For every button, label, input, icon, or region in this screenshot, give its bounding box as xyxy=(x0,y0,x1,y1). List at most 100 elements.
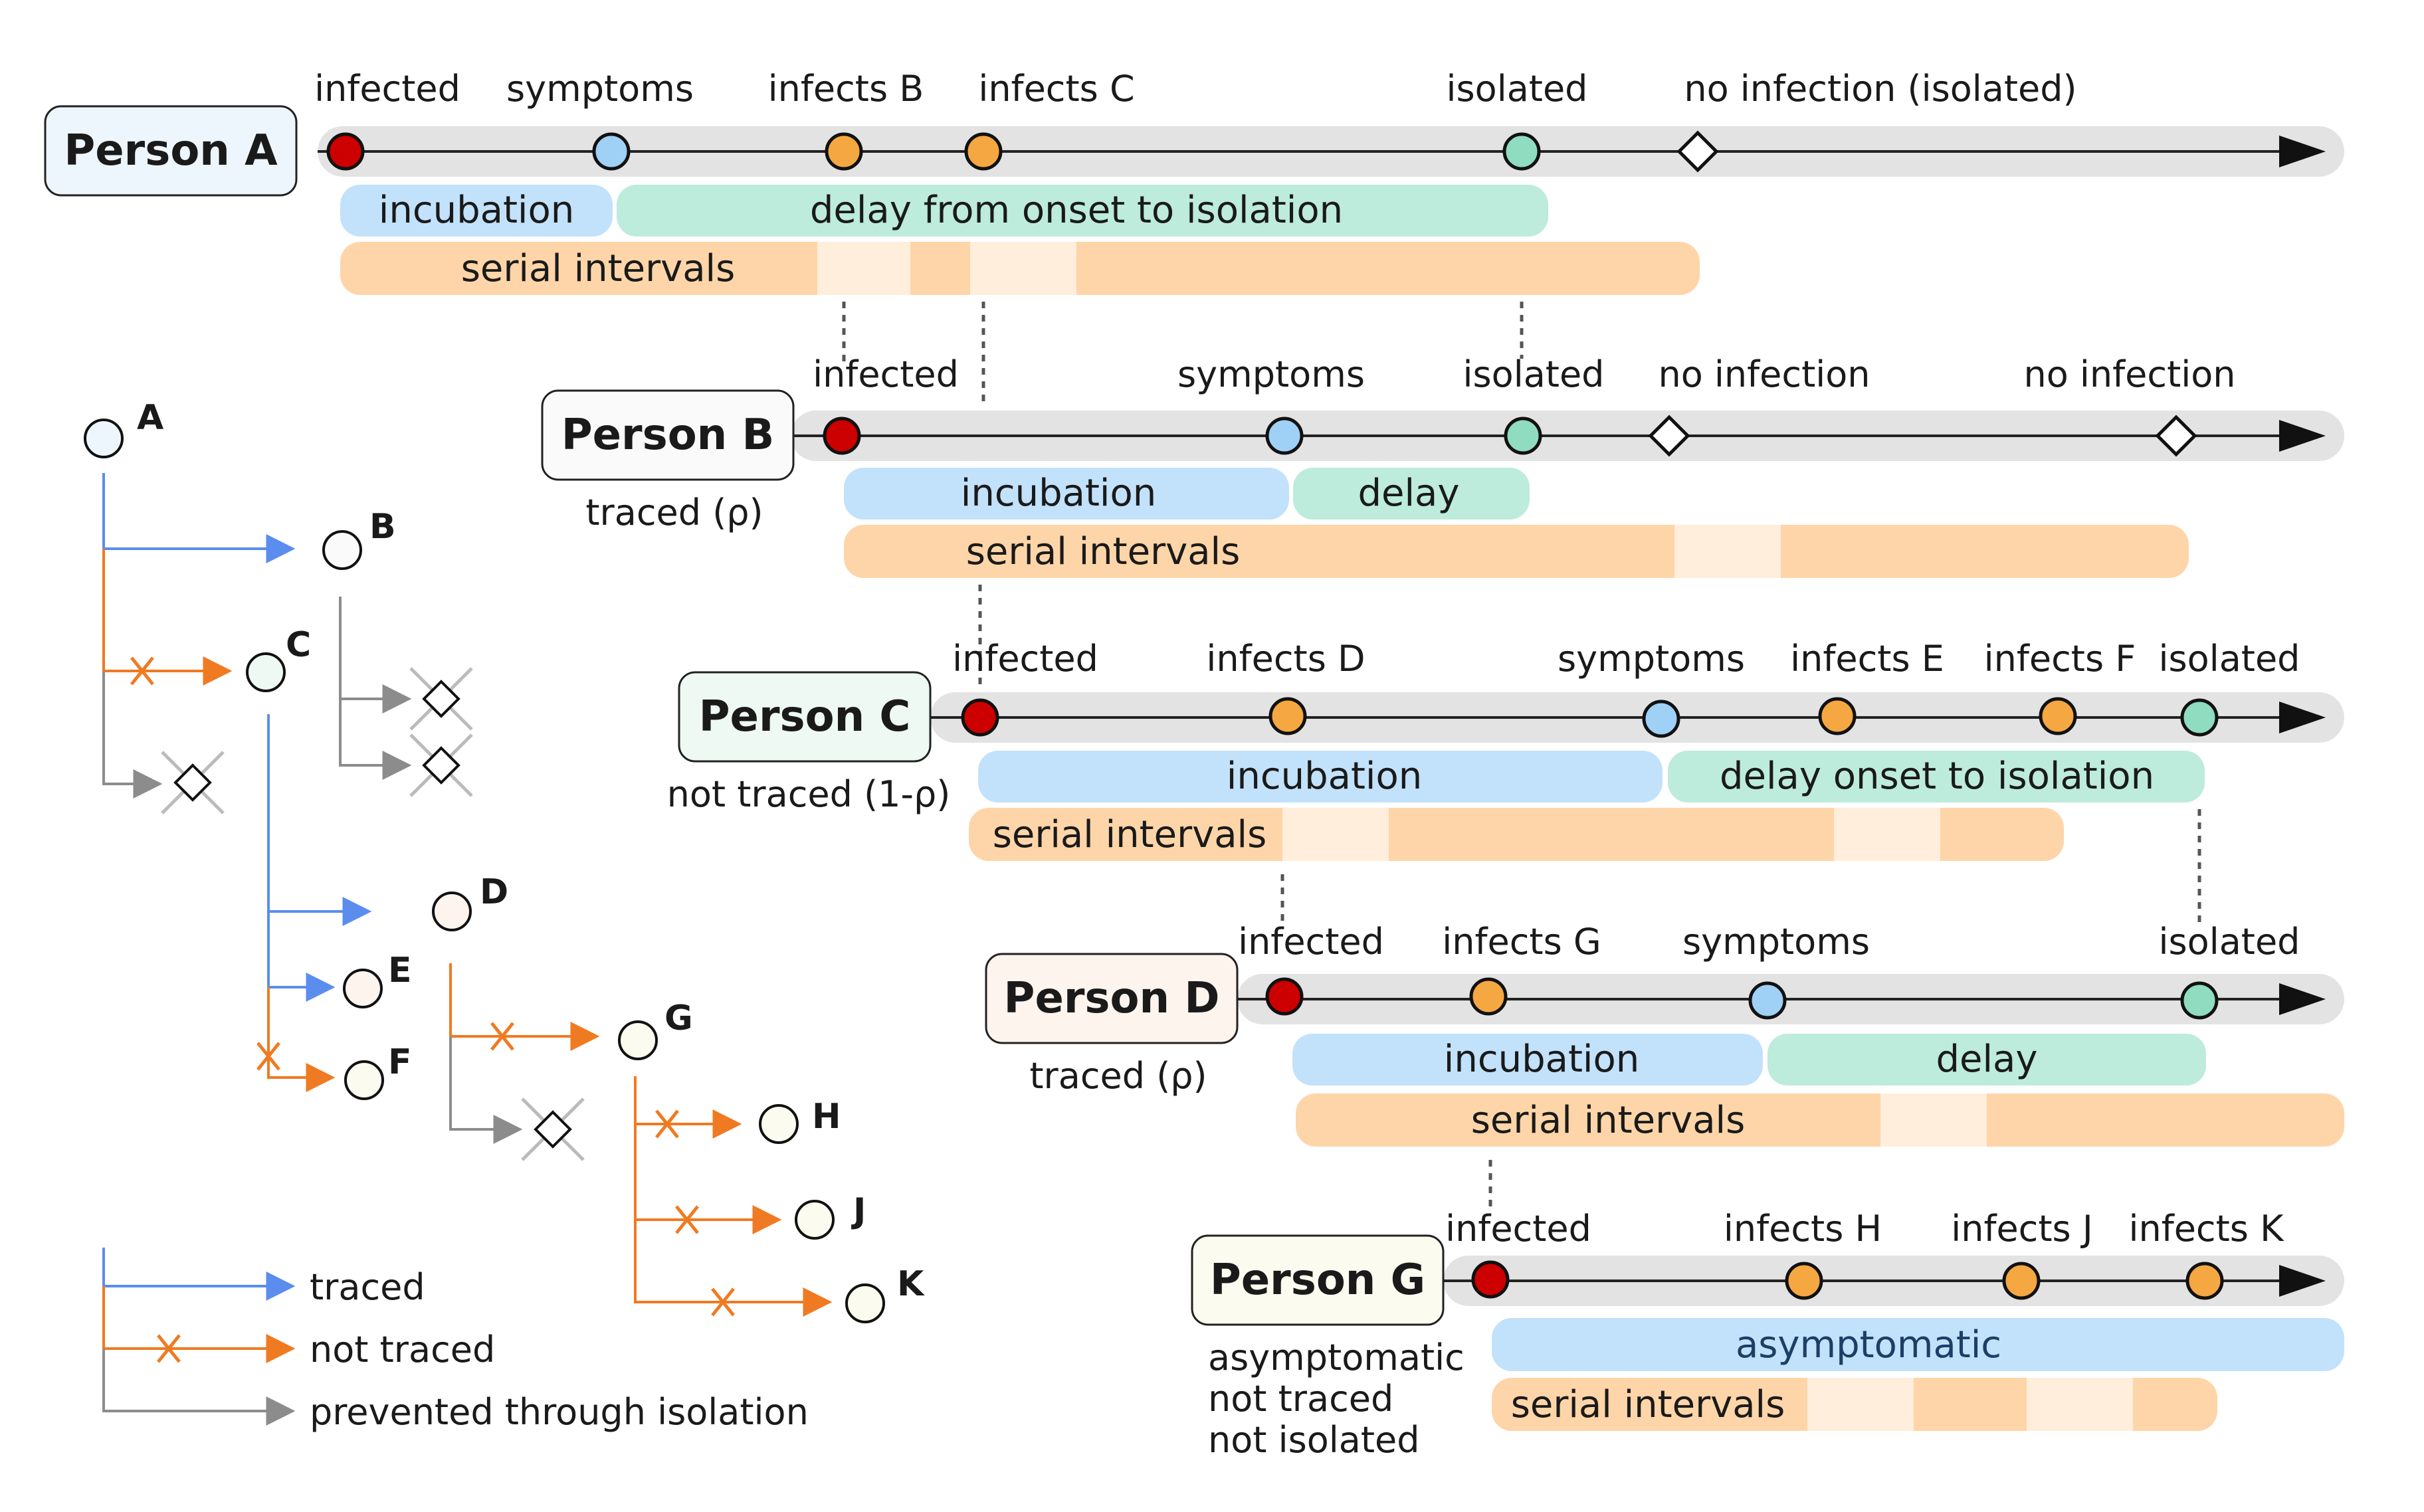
serial-interval-fade xyxy=(1282,808,1389,861)
cross-icon xyxy=(256,1042,280,1071)
serial-interval-label: serial intervals xyxy=(1471,1099,1746,1142)
serial-interval-fade xyxy=(1834,808,1940,861)
incubation-bar xyxy=(978,751,1663,803)
tree-node-k xyxy=(845,1283,885,1323)
serial-interval-bar xyxy=(1296,1093,2344,1147)
delay-bar xyxy=(1768,1034,2206,1086)
event-label: infected xyxy=(813,353,959,395)
timeline-arrowhead xyxy=(2279,136,2326,167)
symptoms-marker xyxy=(1642,700,1680,738)
delay-bar-label: delay xyxy=(1358,472,1459,515)
incubation-bar-label: incubation xyxy=(379,189,574,232)
legend-prevented-label: prevented through isolation xyxy=(310,1391,809,1433)
infects-marker xyxy=(2039,697,2077,735)
event-label: isolated xyxy=(1463,353,1605,395)
tree-node-label: H xyxy=(812,1097,841,1137)
event-label: infects F xyxy=(1984,638,2136,680)
person-g-label: Person G xyxy=(1210,1256,1425,1305)
delay-bar-label: delay from onset to isolation xyxy=(810,189,1343,232)
tree-node-h xyxy=(759,1104,799,1144)
event-label: infected xyxy=(314,68,460,110)
edge-not-traced-g-j xyxy=(634,1124,782,1234)
serial-interval-bar xyxy=(969,808,2064,861)
isolated-marker xyxy=(2180,698,2219,737)
tree-node-label: F xyxy=(388,1042,412,1082)
edge-not-traced-c-f xyxy=(267,987,336,1092)
person-c-box xyxy=(678,671,932,763)
not-traced-crosses xyxy=(130,656,735,1317)
tree-node-b xyxy=(322,530,362,570)
incubation-bar xyxy=(844,468,1289,520)
no-infection-marker xyxy=(1676,130,1719,173)
serial-interval-fade xyxy=(1674,525,1781,578)
infected-marker xyxy=(1471,1260,1510,1299)
legend-not-traced-label: not traced xyxy=(310,1329,495,1370)
infected-marker xyxy=(1265,977,1304,1016)
incubation-bar-label: incubation xyxy=(961,472,1156,515)
tree-node-label: K xyxy=(897,1264,925,1304)
event-label: infects C xyxy=(978,68,1134,110)
event-label: isolated xyxy=(2159,638,2300,680)
tree-node-f xyxy=(344,1060,384,1100)
event-label: infects K xyxy=(2128,1208,2284,1250)
prevented-diamond-icon xyxy=(521,1097,585,1161)
serial-interval-fade xyxy=(2027,1378,2133,1431)
edge-prevented-b xyxy=(339,699,412,780)
tree-node-a xyxy=(84,419,124,458)
timeline-arrowhead xyxy=(2279,983,2326,1015)
event-label: no infection xyxy=(1658,353,1870,395)
edge-traced-c-d xyxy=(267,714,372,926)
timeline-arrowhead xyxy=(2279,420,2326,452)
edge-not-traced-g-h xyxy=(634,1076,742,1139)
cross-icon xyxy=(490,1022,514,1051)
event-label: infected xyxy=(952,638,1098,680)
delay-bar xyxy=(1668,751,2205,803)
tree-node-label: E xyxy=(388,951,412,991)
event-label: infects G xyxy=(1442,921,1601,963)
incubation-bar xyxy=(1292,1034,1763,1086)
person-c-timeline: Person C not traced (1-ρ) infected infec… xyxy=(667,638,2344,929)
symptoms-marker xyxy=(1748,981,1787,1020)
person-b-timeline: Person B traced (ρ) infected symptoms is… xyxy=(541,353,2344,684)
no-infection-marker xyxy=(2155,415,2197,457)
person-g-timeline: Person G asymptomatic not traced not iso… xyxy=(1191,1208,2344,1461)
serial-interval-fade xyxy=(1807,1378,1914,1431)
event-label: infected xyxy=(1238,921,1384,963)
person-b-status: traced (ρ) xyxy=(585,492,763,533)
event-label: symptoms xyxy=(1682,921,1870,963)
edge-prevented-d xyxy=(449,1036,523,1144)
delay-bar-label: delay onset to isolation xyxy=(1720,755,2154,798)
event-label: infected xyxy=(1445,1208,1591,1250)
tree-node-g xyxy=(618,1020,658,1060)
event-label: infects D xyxy=(1206,638,1365,680)
tree-node-label: A xyxy=(137,398,163,438)
event-label: infects B xyxy=(768,68,924,110)
serial-interval-bar xyxy=(844,525,2189,578)
symptoms-marker xyxy=(1265,417,1304,455)
event-label: isolated xyxy=(2159,921,2300,963)
edge-traced-c-e xyxy=(267,911,336,1002)
serial-interval-fade xyxy=(970,242,1076,295)
edge-not-traced-g-k xyxy=(634,1220,833,1317)
person-a-label: Person A xyxy=(64,126,278,175)
tree-node-label: G xyxy=(664,998,693,1038)
infects-marker xyxy=(2185,1262,2224,1300)
prevented-diamond-icon xyxy=(409,733,473,797)
event-label: isolated xyxy=(1447,68,1588,110)
person-d-status: traced (ρ) xyxy=(1029,1055,1207,1097)
legend-prevented-line xyxy=(102,1349,296,1426)
person-b-label: Person B xyxy=(561,411,775,460)
event-label: infects J xyxy=(1951,1208,2093,1250)
serial-interval-label: serial intervals xyxy=(461,247,736,290)
symptoms-marker xyxy=(592,132,631,171)
infected-marker xyxy=(823,417,861,455)
person-d-label: Person D xyxy=(1004,974,1220,1023)
tree-node-label: B xyxy=(369,507,396,547)
legend-traced-line xyxy=(102,1248,296,1301)
person-c-status: not traced (1-ρ) xyxy=(667,773,951,815)
infects-marker xyxy=(964,132,1003,171)
tree-node-j xyxy=(795,1200,835,1240)
infects-marker xyxy=(2002,1262,2041,1300)
person-d-box xyxy=(985,953,1239,1044)
legend xyxy=(102,1248,296,1426)
